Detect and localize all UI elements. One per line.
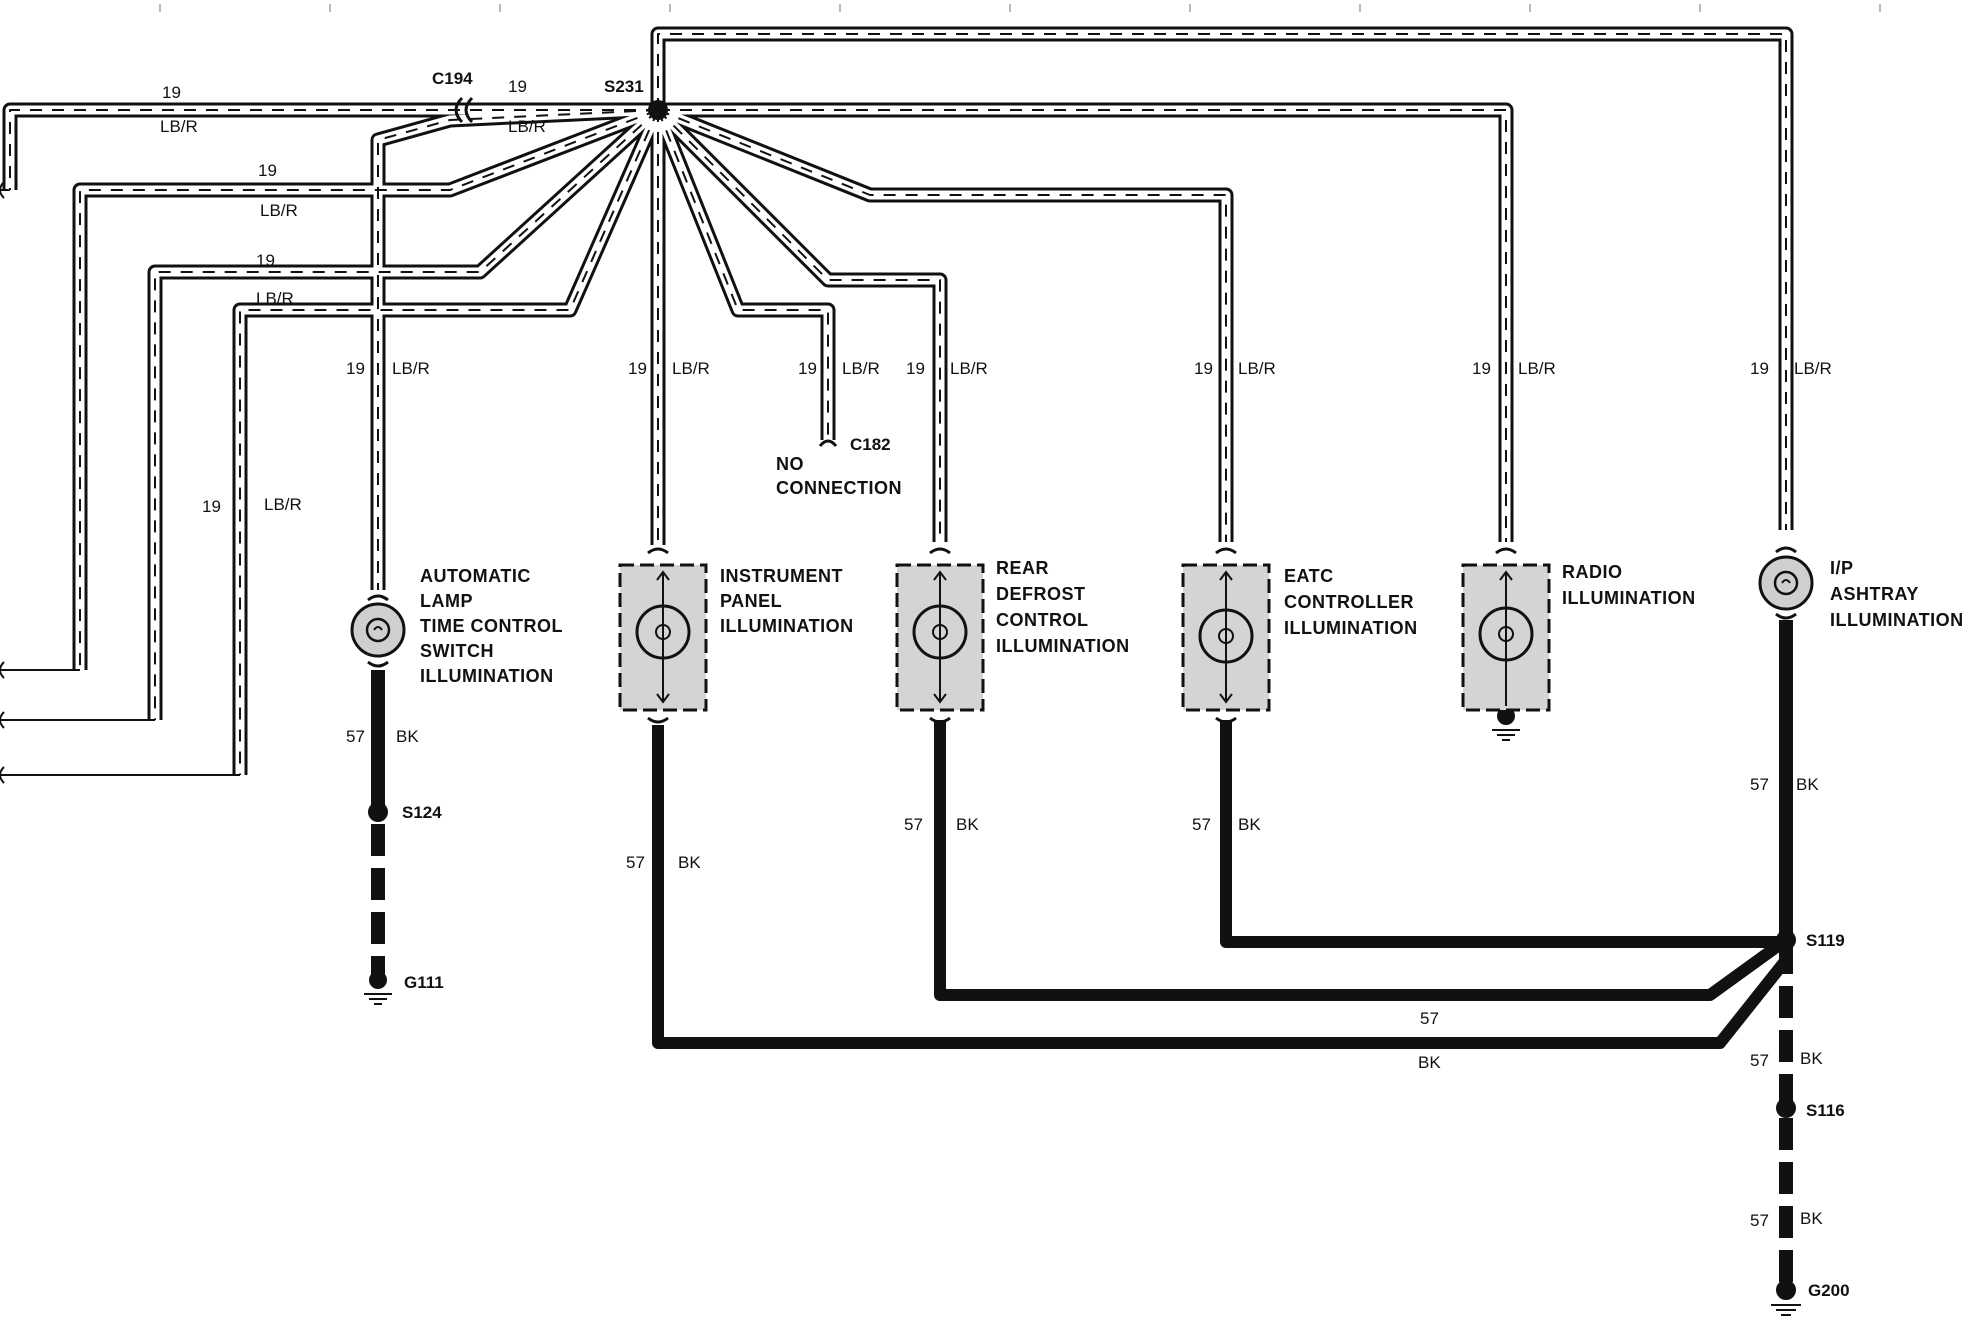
ip-label-1: INSTRUMENT [720, 566, 843, 586]
lamp-label-4: SWITCH [420, 641, 494, 661]
c194-connector [454, 96, 474, 124]
wire-col-branch-1: LB/R [260, 201, 298, 220]
wire-num-ashtray: 19 [1750, 359, 1769, 378]
s116-splice [1776, 1098, 1796, 1118]
ashtray-label-1: I/P [1830, 558, 1854, 578]
bk-num-ashtray: 57 [1750, 775, 1769, 794]
radio-ground-icon [1492, 707, 1520, 741]
s119-label: S119 [1806, 931, 1845, 950]
radio-label-1: RADIO [1562, 562, 1623, 582]
bk-num-lamp: 57 [346, 727, 365, 746]
c182-label: C182 [850, 435, 891, 454]
bk-col-lamp: BK [396, 727, 419, 746]
wire-col-defrost: LB/R [950, 359, 988, 378]
bk-col-g200: BK [1800, 1209, 1823, 1228]
lamp-label-2: LAMP [420, 591, 473, 611]
instrument-panel-illumination-module [618, 547, 708, 724]
wire-col-branch-2: LB/R [256, 289, 294, 308]
wire-num-defrost: 19 [906, 359, 925, 378]
s119-splice [1776, 930, 1796, 950]
wire-num-c182: 19 [798, 359, 817, 378]
eatc-label-1: EATC [1284, 566, 1334, 586]
automatic-lamp-bulb-icon [350, 594, 406, 668]
bk-num-eatc: 57 [1192, 815, 1211, 834]
ip-label-2: PANEL [720, 591, 782, 611]
bk-ground-wires [371, 620, 1793, 1285]
ashtray-label-2: ASHTRAY [1830, 584, 1919, 604]
wire-col-ip: LB/R [672, 359, 710, 378]
wire-num-branch-3: 19 [202, 497, 221, 516]
c194-label: C194 [432, 69, 473, 88]
top-ruler [159, 4, 1881, 12]
g200-label: G200 [1808, 1281, 1850, 1300]
lamp-label-1: AUTOMATIC [420, 566, 531, 586]
rear-defrost-illumination-module [895, 547, 985, 724]
wire-col-eatc: LB/R [1238, 359, 1276, 378]
wire-col-ashtray: LB/R [1794, 359, 1832, 378]
bk-num-bottom: 57 [1420, 1009, 1439, 1028]
wire-col-c194: LB/R [508, 117, 546, 136]
radio-illumination-module [1461, 547, 1551, 712]
bk-col-ashtray: BK [1796, 775, 1819, 794]
s231-label: S231 [604, 77, 644, 96]
wire-col-c182: LB/R [842, 359, 880, 378]
defrost-label-2: DEFROST [996, 584, 1086, 604]
defrost-label-1: REAR [996, 558, 1049, 578]
s124-label: S124 [402, 803, 442, 822]
defrost-label-4: ILLUMINATION [996, 636, 1130, 656]
s124-splice [368, 802, 388, 822]
wire-col-left-top: LB/R [160, 117, 198, 136]
s231-splice [648, 100, 668, 120]
bk-col-eatc: BK [1238, 815, 1261, 834]
wire-num-left-top: 19 [162, 83, 181, 102]
g111-label: G111 [404, 973, 444, 992]
bk-num-defrost: 57 [904, 815, 923, 834]
lamp-label-3: TIME CONTROL [420, 616, 563, 636]
wire-num-lamp: 19 [346, 359, 365, 378]
wire-col-branch-3: LB/R [264, 495, 302, 514]
bk-col-ip: BK [678, 853, 701, 872]
wire-num-eatc: 19 [1194, 359, 1213, 378]
bk-col-defrost: BK [956, 815, 979, 834]
bk-col-bottom: BK [1418, 1053, 1441, 1072]
ip-label-3: ILLUMINATION [720, 616, 854, 636]
wire-num-radio: 19 [1472, 359, 1491, 378]
wire-num-branch-1: 19 [258, 161, 277, 180]
wire-num-branch-2: 19 [256, 251, 275, 270]
wire-num-c194: 19 [508, 77, 527, 96]
eatc-label-3: ILLUMINATION [1284, 618, 1418, 638]
lbr-harness [0, 26, 1794, 784]
radio-label-2: ILLUMINATION [1562, 588, 1696, 608]
g200-ground-icon [1771, 1280, 1801, 1316]
c182-terminal [818, 439, 838, 447]
bk-col-s116-upper: BK [1800, 1049, 1823, 1068]
bk-num-g200: 57 [1750, 1211, 1769, 1230]
defrost-label-3: CONTROL [996, 610, 1089, 630]
eatc-illumination-module [1181, 547, 1271, 724]
bk-num-s116-upper: 57 [1750, 1051, 1769, 1070]
wire-num-ip: 19 [628, 359, 647, 378]
bk-num-ip: 57 [626, 853, 645, 872]
wire-col-radio: LB/R [1518, 359, 1556, 378]
ashtray-bulb-icon [1758, 546, 1814, 620]
s116-label: S116 [1806, 1101, 1845, 1120]
no-connection-label-2: CONNECTION [776, 478, 902, 498]
lamp-label-5: ILLUMINATION [420, 666, 554, 686]
no-connection-label-1: NO [776, 454, 804, 474]
g111-ground-icon [364, 971, 392, 1005]
eatc-label-2: CONTROLLER [1284, 592, 1414, 612]
wire-col-lamp: LB/R [392, 359, 430, 378]
ashtray-label-3: ILLUMINATION [1830, 610, 1964, 630]
